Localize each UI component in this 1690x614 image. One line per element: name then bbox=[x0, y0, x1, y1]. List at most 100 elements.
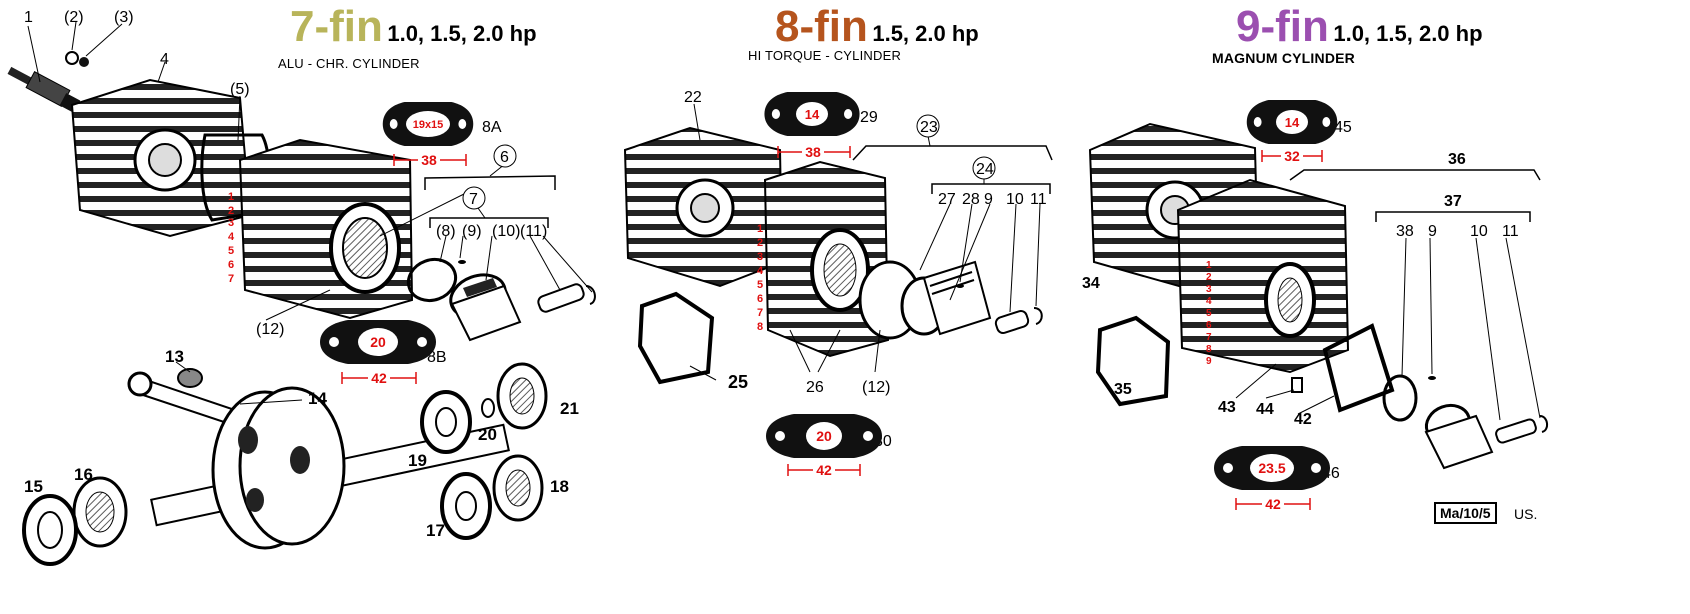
gasket-8b-port: 20 bbox=[370, 334, 386, 350]
fin9-num-4: 4 bbox=[1206, 296, 1212, 307]
piston-7fin-drawing bbox=[449, 273, 522, 342]
dowel-44-drawing bbox=[1291, 377, 1303, 393]
callout-2: (2) bbox=[64, 9, 84, 26]
piston-8fin-drawing bbox=[900, 260, 992, 336]
fin9-num-5: 5 bbox=[1206, 308, 1212, 319]
fin9-num-6: 6 bbox=[1206, 320, 1212, 331]
callout-42: 42 bbox=[1294, 411, 1312, 428]
crankshaft-group: 13 14 15 16 17 18 19 20 21 bbox=[22, 347, 579, 566]
clip-20-drawing bbox=[481, 398, 495, 418]
callout-8b: 8B bbox=[427, 349, 447, 366]
callout-11-9fin: 11 bbox=[1502, 223, 1519, 240]
callout-8: (8) bbox=[436, 223, 456, 240]
fin9-num-8: 8 bbox=[1206, 344, 1212, 355]
spark-plug-drawing bbox=[7, 66, 81, 113]
callout-5: (5) bbox=[230, 81, 250, 98]
cylinder-head-22-drawing bbox=[623, 126, 784, 288]
seal-19-drawing bbox=[420, 390, 472, 454]
callout-18: 18 bbox=[550, 477, 569, 496]
callout-37: 37 bbox=[1444, 193, 1462, 210]
callout-26: 26 bbox=[806, 379, 824, 396]
nut-3-drawing bbox=[79, 57, 89, 67]
callout-20: 20 bbox=[478, 425, 497, 444]
bearing-16-drawing bbox=[72, 476, 128, 548]
fin8-num-7: 7 bbox=[757, 307, 763, 319]
header-7fin: 7-fin 1.0, 1.5, 2.0 hp bbox=[290, 2, 537, 52]
fin8-num-2: 2 bbox=[757, 237, 763, 249]
callout-10: (10) bbox=[492, 223, 520, 240]
callout-25: 25 bbox=[728, 372, 748, 392]
gasket-29-port: 14 bbox=[805, 107, 820, 122]
callout-8a: 8A bbox=[482, 119, 502, 136]
callout-35: 35 bbox=[1114, 381, 1132, 398]
callout-38: 38 bbox=[1396, 223, 1414, 240]
seal-17-drawing bbox=[440, 472, 492, 540]
cylinder-7fin-drawing bbox=[238, 138, 414, 320]
callout-1: 1 bbox=[24, 9, 33, 26]
cylinder-9fin-drawing bbox=[1176, 178, 1350, 374]
fin7-num-2: 2 bbox=[228, 205, 234, 217]
clip-drawing bbox=[458, 260, 466, 264]
seal-15-drawing bbox=[22, 494, 78, 566]
fin7-num-7: 7 bbox=[228, 273, 234, 285]
callout-9-8fin: 9 bbox=[984, 191, 993, 208]
callout-14: 14 bbox=[308, 389, 327, 408]
callout-11: (11) bbox=[520, 223, 547, 240]
fin7-num-5: 5 bbox=[228, 245, 234, 257]
callout-22: 22 bbox=[684, 89, 702, 106]
piston-pin-8fin-drawing bbox=[994, 310, 1030, 334]
callout-10-8fin: 10 bbox=[1006, 191, 1024, 208]
piston-pin-9fin-drawing bbox=[1495, 418, 1537, 444]
callout-17: 17 bbox=[426, 521, 445, 540]
callout-21: 21 bbox=[560, 399, 579, 418]
bearing-18-drawing bbox=[492, 454, 544, 522]
callout-6: 6 bbox=[500, 149, 509, 166]
fin7-num-4: 4 bbox=[228, 231, 235, 243]
dim-8a-label: 38 bbox=[421, 152, 437, 168]
piston-ring-9fin-drawing bbox=[1382, 374, 1418, 422]
fin8-num-8: 8 bbox=[757, 321, 763, 333]
fin9-group: 36 37 38 9 10 11 34 35 43 44 42 45 46 1 … bbox=[1082, 100, 1548, 512]
subtitle-8fin: HI TORQUE - CYLINDER bbox=[748, 48, 902, 63]
piston-pin-drawing bbox=[537, 283, 596, 313]
gasket-35-drawing bbox=[1095, 315, 1171, 407]
dim-45-label: 32 bbox=[1284, 148, 1300, 164]
callout-28: 28 bbox=[962, 191, 980, 208]
region-label: US. bbox=[1514, 506, 1538, 522]
title-7fin: 7-fin bbox=[290, 2, 383, 51]
fin7-group: 1 (2) (3) 4 (5) 6 7 (8) (9) (10) (11) (1… bbox=[7, 9, 596, 386]
dim-29-label: 38 bbox=[805, 144, 821, 160]
fin9-num-7: 7 bbox=[1206, 332, 1212, 343]
callout-3: (3) bbox=[114, 9, 134, 26]
fin8-num-6: 6 bbox=[757, 293, 763, 305]
gasket-25-drawing bbox=[637, 291, 715, 385]
piston-9fin-drawing bbox=[1424, 403, 1494, 470]
cylinder-head-4-drawing bbox=[70, 78, 252, 238]
cylinder-8fin-drawing bbox=[763, 160, 890, 358]
fin8-num-3: 3 bbox=[757, 251, 763, 263]
callout-24: 24 bbox=[976, 161, 994, 178]
fin8-num-4: 4 bbox=[757, 265, 764, 277]
gasket-30-port: 20 bbox=[816, 428, 832, 444]
callout-7: 7 bbox=[469, 191, 478, 208]
callout-12-8fin: (12) bbox=[862, 379, 890, 396]
fin9-num-3: 3 bbox=[1206, 284, 1212, 295]
callout-27: 27 bbox=[938, 191, 956, 208]
callout-12: (12) bbox=[256, 321, 284, 338]
callout-43: 43 bbox=[1218, 399, 1236, 416]
drawing-code-badge: Ma/10/5 bbox=[1434, 502, 1497, 524]
fin8-num-1: 1 bbox=[757, 223, 763, 235]
subtitle-7fin: ALU - CHR. CYLINDER bbox=[278, 56, 420, 71]
callout-9-9fin: 9 bbox=[1428, 223, 1437, 240]
callout-9: (9) bbox=[462, 223, 482, 240]
header-8fin: 8-fin 1.5, 2.0 hp bbox=[775, 2, 979, 52]
title-8fin: 8-fin bbox=[775, 2, 868, 51]
fin9-num-2: 2 bbox=[1206, 272, 1212, 283]
subtitle-9fin: MAGNUM CYLINDER bbox=[1212, 50, 1355, 66]
fin7-num-1: 1 bbox=[228, 191, 234, 203]
gasket-8a-port: 19x15 bbox=[413, 119, 444, 131]
callout-44: 44 bbox=[1256, 401, 1274, 418]
dim-8b-label: 42 bbox=[371, 370, 387, 386]
